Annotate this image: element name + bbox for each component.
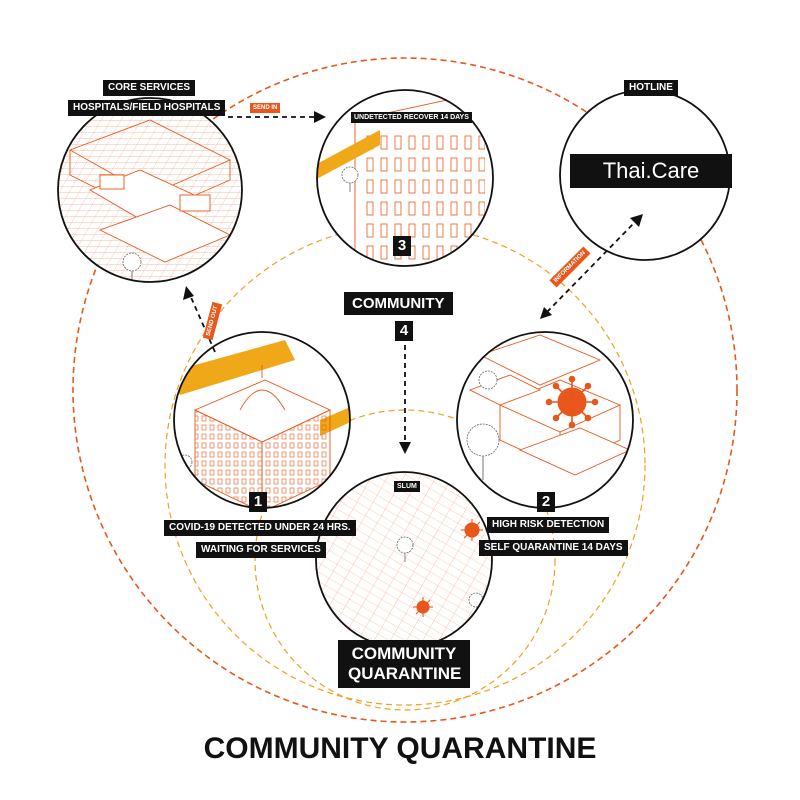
page-title: COMMUNITY QUARANTINE	[203, 732, 597, 765]
virus-icon-large	[545, 375, 599, 429]
community-heading: COMMUNITY	[344, 292, 453, 315]
high-risk-line-2: SELF QUARANTINE 14 DAYS	[479, 540, 628, 556]
virus-icon-small-1	[461, 519, 483, 541]
step-4-badge: 4	[395, 321, 413, 341]
step-2-badge: 2	[537, 492, 555, 512]
detected-line-1: COVID-19 DETECTED UNDER 24 HRS.	[164, 520, 356, 536]
send-out-arrowhead	[183, 286, 194, 300]
community-arrowhead	[399, 442, 411, 454]
undetected-caption: UNDETECTED RECOVER 14 DAYS	[351, 112, 472, 123]
information-arrowhead-top	[630, 214, 643, 227]
high-risk-illustration	[457, 332, 633, 508]
community-quarantine-label: COMMUNITY QUARANTINE	[338, 640, 470, 688]
slum-illustration	[316, 472, 492, 648]
send-in-tag: SEND IN	[250, 103, 281, 113]
information-arrow	[546, 220, 637, 313]
inner-ring	[254, 409, 556, 711]
thai-care-brand: Thai.Care	[570, 154, 732, 188]
virus-icon-small-2	[413, 597, 433, 617]
community-quarantine-line-1: COMMUNITY	[351, 644, 457, 663]
step-1-badge: 1	[249, 492, 267, 512]
undetected-circle	[316, 89, 494, 267]
high-risk-line-1: HIGH RISK DETECTION	[487, 517, 610, 533]
hotline-heading: HOTLINE	[624, 80, 678, 96]
outer-ring	[72, 57, 738, 723]
send-out-arrow	[189, 294, 216, 353]
core-services-heading: CORE SERVICES	[103, 80, 196, 96]
community-quarantine-line-2: QUARANTINE	[348, 664, 462, 683]
detected-illustration	[174, 332, 350, 508]
core-services-illustration	[58, 98, 242, 282]
detected-line-2: WAITING FOR SERVICES	[196, 542, 326, 558]
slum-caption: SLUM	[394, 481, 420, 492]
core-services-circle	[57, 97, 243, 283]
send-in-arrowhead	[314, 111, 326, 123]
step-3-badge: 3	[393, 236, 411, 256]
information-arrowhead-bottom	[540, 307, 552, 319]
hospitals-heading: HOSPITALS/FIELD HOSPITALS	[68, 100, 226, 116]
